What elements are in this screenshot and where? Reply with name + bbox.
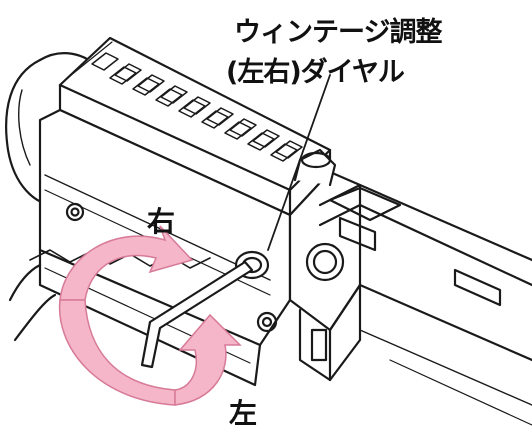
allen-wrench-icon	[140, 260, 254, 369]
curved-arrow-icon	[59, 225, 194, 301]
direction-label-right: 右	[147, 205, 176, 238]
callout-label-line2: (左右)ダイヤル	[226, 57, 405, 88]
callout-leader	[267, 74, 331, 251]
rotation-arrows	[58, 225, 242, 406]
curved-arrow-icon	[174, 313, 242, 406]
barrel-rail	[318, 183, 532, 426]
direction-label-left: 左	[229, 397, 258, 430]
turret-block	[288, 170, 362, 382]
callout-label-line1: ウィンテージ調整	[234, 17, 442, 48]
top-rail	[58, 36, 332, 217]
